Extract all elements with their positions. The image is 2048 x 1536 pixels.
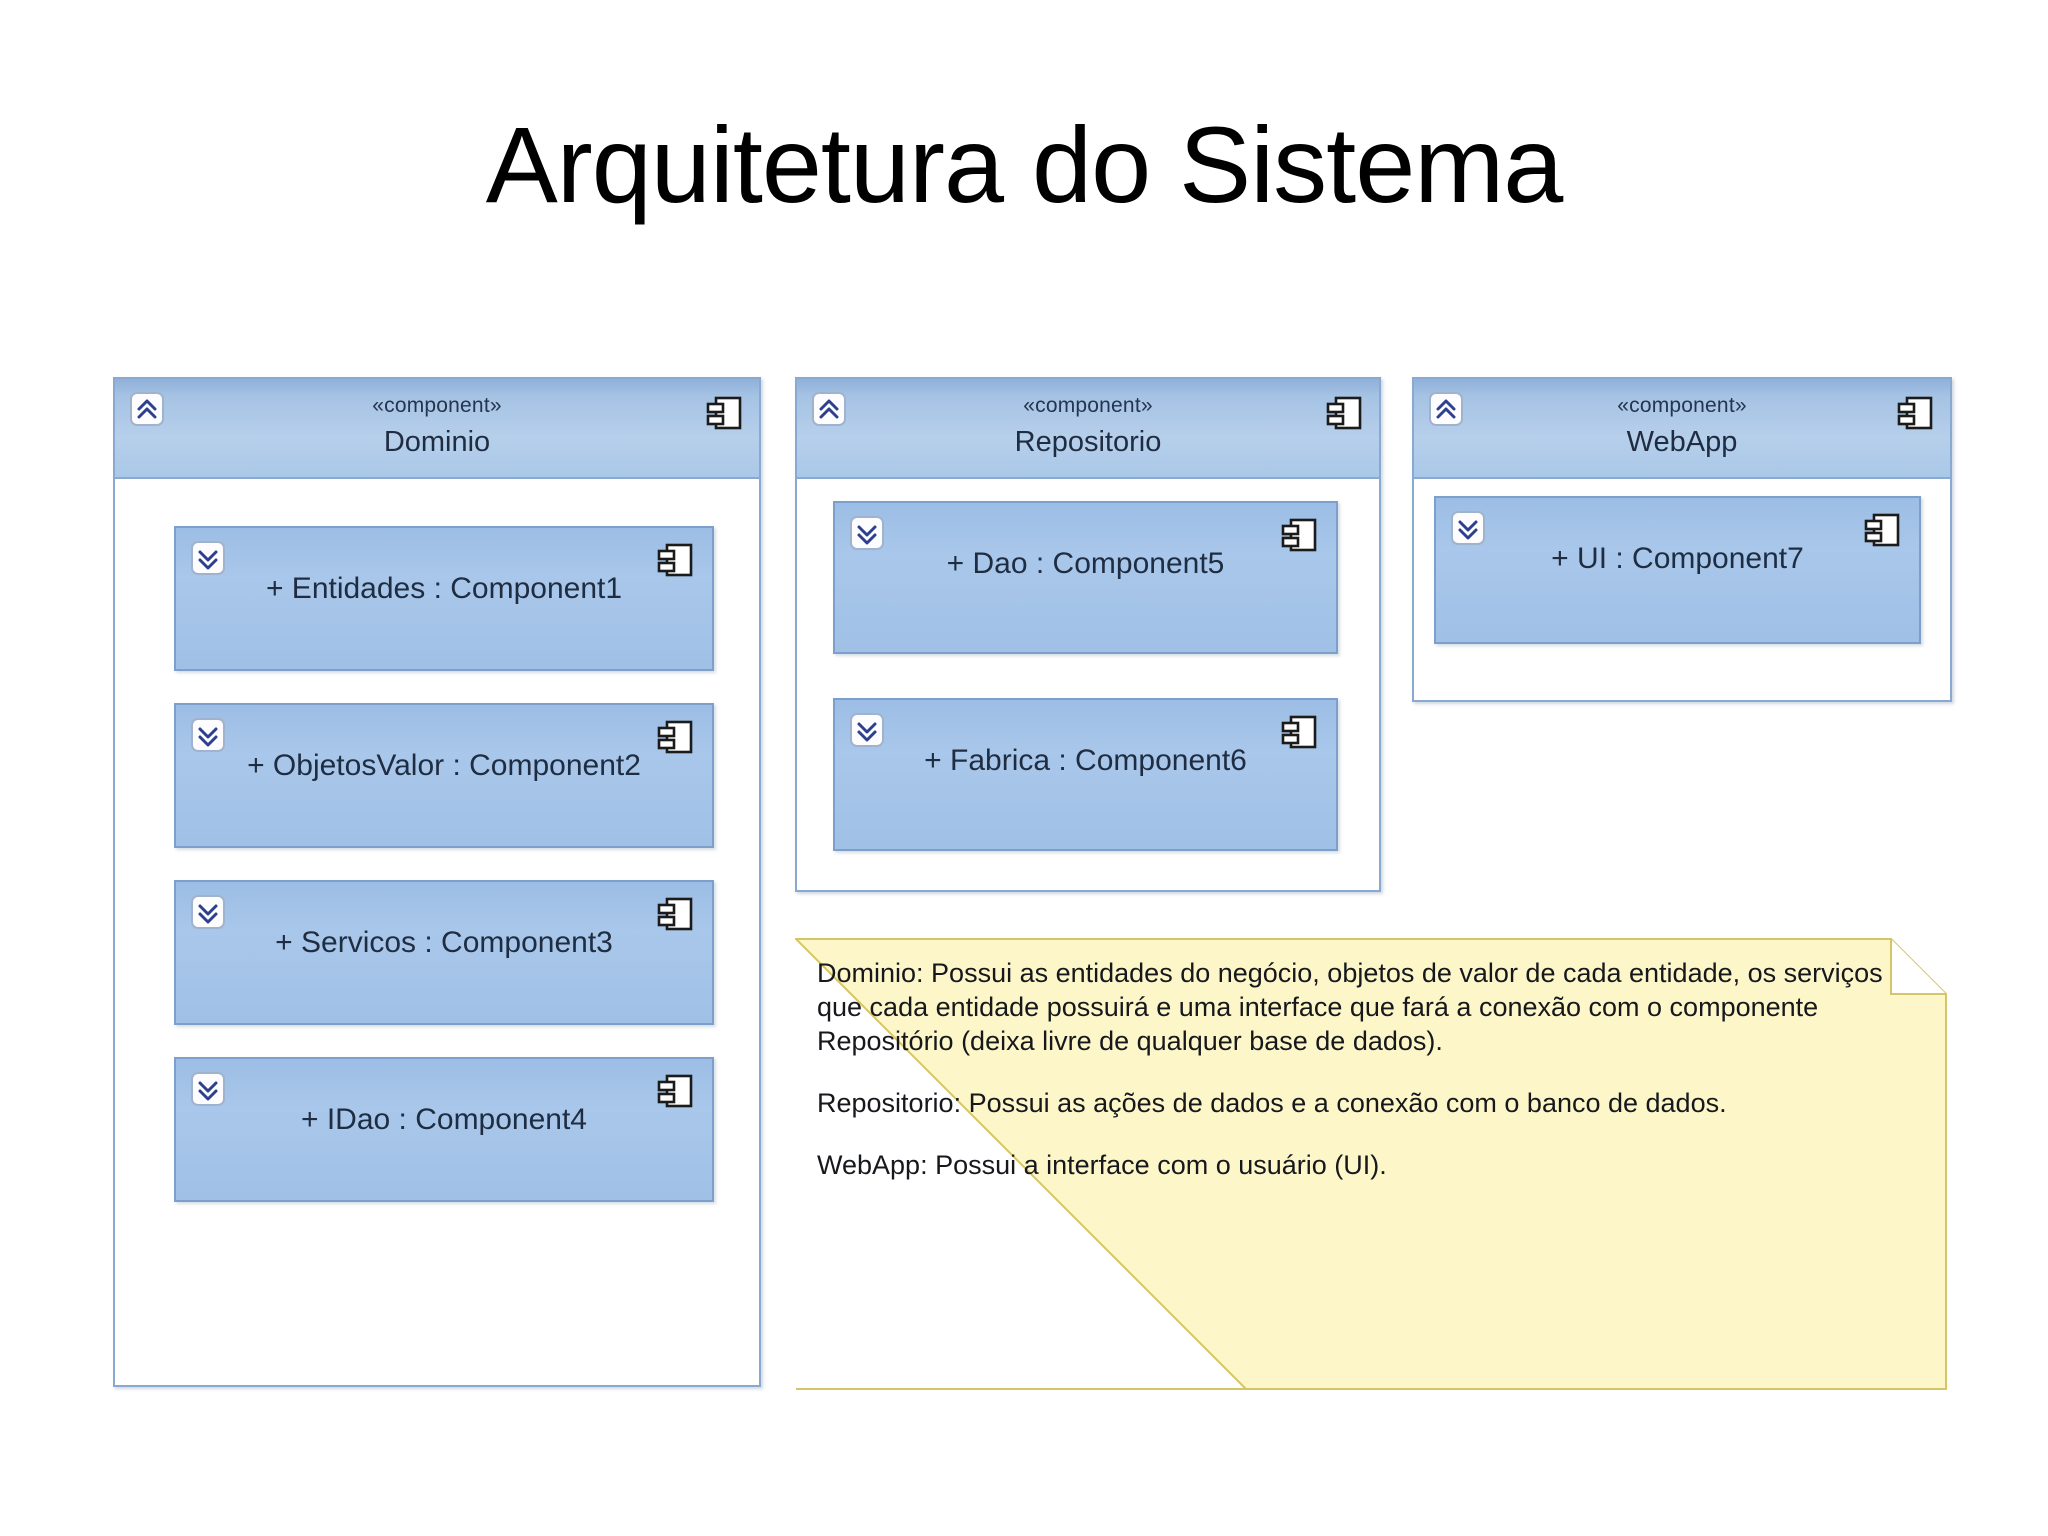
uml-component-icon bbox=[656, 894, 696, 934]
component-package-dominio[interactable]: «component» Dominio + Entidades : Compon… bbox=[113, 377, 761, 1387]
uml-component-icon bbox=[656, 717, 696, 757]
note-shape[interactable]: Dominio: Possui as entidades do negócio,… bbox=[795, 938, 1947, 1390]
component-body-repositorio: + Dao : Component5 + Fabrica : Component… bbox=[797, 479, 1379, 851]
note-paragraph: Repositorio: Possui as ações de dados e … bbox=[817, 1088, 1727, 1119]
chevron-double-up-icon[interactable] bbox=[130, 392, 164, 426]
component-stereotype: «component» bbox=[372, 394, 502, 417]
inner-component-label: + UI : Component7 bbox=[1551, 542, 1804, 575]
chevron-double-down-icon[interactable] bbox=[1451, 511, 1485, 545]
inner-component-label: + Dao : Component5 bbox=[946, 547, 1225, 580]
chevron-double-down-icon[interactable] bbox=[191, 718, 225, 752]
note-paragraph: Dominio: Possui as entidades do negócio,… bbox=[817, 958, 1883, 1057]
component-package-webapp[interactable]: «component» WebApp + UI : Component7 bbox=[1412, 377, 1952, 702]
inner-component-label: + Entidades : Component1 bbox=[265, 572, 623, 605]
inner-component-label: + IDao : Component4 bbox=[300, 1103, 587, 1136]
component-package-repositorio[interactable]: «component» Repositorio + Dao : Componen… bbox=[795, 377, 1381, 892]
inner-component-label: + Fabrica : Component6 bbox=[924, 744, 1247, 777]
component-header-repositorio: «component» Repositorio bbox=[797, 379, 1379, 479]
chevron-double-down-icon[interactable] bbox=[191, 895, 225, 929]
component-body-webapp: + UI : Component7 bbox=[1414, 479, 1950, 644]
inner-component-component3[interactable]: + Servicos : Component3 bbox=[174, 880, 714, 1025]
component-stereotype: «component» bbox=[1023, 394, 1153, 417]
chevron-double-up-icon[interactable] bbox=[812, 392, 846, 426]
note-outline-icon bbox=[795, 938, 1947, 1390]
uml-component-icon bbox=[1863, 510, 1903, 550]
inner-component-component6[interactable]: + Fabrica : Component6 bbox=[833, 698, 1338, 851]
page-title: Arquitetura do Sistema bbox=[485, 104, 1564, 225]
chevron-double-down-icon[interactable] bbox=[850, 516, 884, 550]
chevron-double-down-icon[interactable] bbox=[191, 541, 225, 575]
component-body-dominio: + Entidades : Component1 + ObjetosValor … bbox=[115, 479, 759, 1202]
inner-component-component1[interactable]: + Entidades : Component1 bbox=[174, 526, 714, 671]
uml-component-icon bbox=[656, 540, 696, 580]
component-stereotype: «component» bbox=[1617, 394, 1747, 417]
component-title: WebApp bbox=[1626, 426, 1738, 458]
inner-component-component4[interactable]: + IDao : Component4 bbox=[174, 1057, 714, 1202]
uml-component-icon bbox=[656, 1071, 696, 1111]
chevron-double-down-icon[interactable] bbox=[191, 1072, 225, 1106]
note-paragraph: WebApp: Possui a interface com o usuário… bbox=[817, 1150, 1387, 1181]
inner-component-label: + Servicos : Component3 bbox=[275, 926, 613, 959]
inner-component-component7[interactable]: + UI : Component7 bbox=[1434, 496, 1921, 644]
component-title: Repositorio bbox=[1014, 426, 1162, 458]
component-header-dominio: «component» Dominio bbox=[115, 379, 759, 479]
uml-component-icon bbox=[705, 393, 745, 433]
inner-component-component2[interactable]: + ObjetosValor : Component2 bbox=[174, 703, 714, 848]
inner-component-component5[interactable]: + Dao : Component5 bbox=[833, 501, 1338, 654]
note-text: Dominio: Possui as entidades do negócio,… bbox=[817, 956, 1889, 1182]
inner-component-label: + ObjetosValor : Component2 bbox=[247, 749, 641, 782]
uml-component-icon bbox=[1280, 515, 1320, 555]
component-header-webapp: «component» WebApp bbox=[1414, 379, 1950, 479]
uml-component-icon bbox=[1896, 393, 1936, 433]
chevron-double-up-icon[interactable] bbox=[1429, 392, 1463, 426]
chevron-double-down-icon[interactable] bbox=[850, 713, 884, 747]
component-title: Dominio bbox=[383, 426, 491, 458]
uml-component-icon bbox=[1280, 712, 1320, 752]
uml-component-icon bbox=[1325, 393, 1365, 433]
